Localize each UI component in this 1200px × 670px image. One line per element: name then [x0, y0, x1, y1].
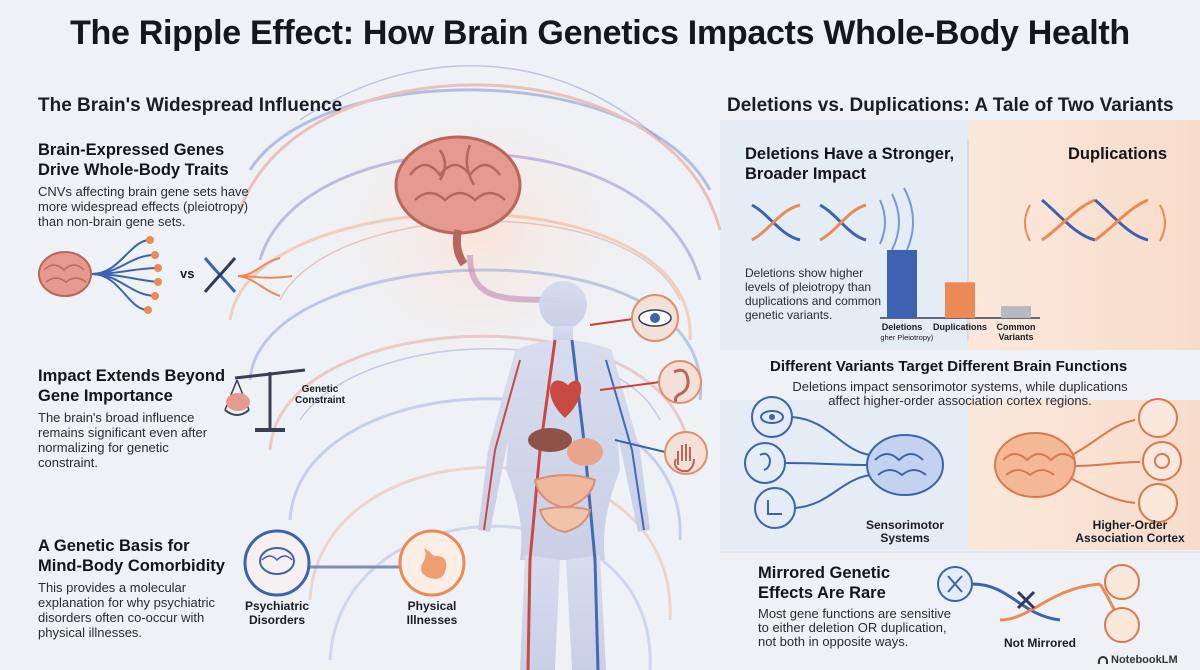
deletions-heading-line2: Broader Impact	[745, 165, 867, 183]
block2-body-line4: constraint.	[38, 455, 98, 470]
psychiatric-label-line2: Disorders	[248, 613, 306, 627]
block2-body-line3: normalizing for genetic	[38, 440, 169, 455]
block2-heading-line1: Impact Extends Beyond	[38, 367, 226, 385]
block1-body-line2: more widespread effects (pleiotropy)	[38, 199, 249, 214]
block2-body-line1: The brain's broad influence	[38, 410, 195, 425]
block3-body-line4: physical illnesses.	[38, 625, 143, 640]
sensorimotor-label-line2: Systems	[880, 531, 930, 545]
deletions-heading-line1: Deletions Have a Stronger,	[745, 145, 955, 163]
central-brain	[394, 135, 522, 267]
duplications-heading: Duplications	[1068, 145, 1168, 163]
mirrored-heading-line1: Mirrored Genetic	[758, 564, 891, 582]
watermark: NotebookLM	[1098, 650, 1178, 668]
psychiatric-label-line1: Psychiatric	[244, 599, 310, 613]
bar-deletions	[887, 250, 917, 318]
mirrored-body-line2: to either deletion OR duplication,	[758, 620, 947, 635]
comorbidity-illustration	[243, 529, 466, 597]
not-mirrored-label: Not Mirrored	[1004, 636, 1076, 650]
right-section-title: Deletions vs. Duplications: A Tale of Tw…	[727, 95, 1174, 116]
bar-label-2: Common	[997, 322, 1036, 332]
pleiotropy-bar-chart: Deletions(Higher Pleiotropy)Duplications…	[880, 250, 1040, 342]
mirrored-body-line3: not both in opposite ways.	[758, 634, 909, 649]
bar-common-variants	[1001, 306, 1031, 318]
block1-body-line3: than non-brain gene sets.	[38, 214, 186, 229]
scale-illustration	[224, 368, 306, 432]
notebooklm-logo-icon	[1098, 656, 1108, 664]
higher-order-label-line1: Higher-Order	[1092, 518, 1168, 532]
block3-body-line3: disorders often co-occur with	[38, 610, 205, 625]
physical-label-line1: Physical	[407, 599, 457, 613]
targets-heading: Different Variants Target Different Brai…	[770, 358, 1128, 375]
watermark-text: NotebookLM	[1111, 654, 1178, 666]
block3-heading-line2: Mind-Body Comorbidity	[38, 557, 225, 575]
bar-label-0: Deletions	[882, 322, 923, 332]
bar-sublabel-0: (Higher Pleiotropy)	[880, 333, 934, 342]
block3-body-line2: explanation for why psychiatric	[38, 595, 216, 610]
bar-label-1: Duplications	[933, 322, 987, 332]
block1-heading-line1: Brain-Expressed Genes	[38, 141, 225, 159]
bar-duplications	[945, 282, 975, 318]
targets-body-line1: Deletions impact sensorimotor systems, w…	[792, 379, 1128, 394]
higher-order-illustration	[994, 398, 1182, 523]
deletions-body-line3: duplications and common	[745, 294, 882, 308]
targets-body-line2: affect higher-order association cortex r…	[828, 393, 1092, 408]
deletions-body-line4: genetic variants.	[745, 308, 833, 322]
not-mirrored-illustration	[937, 564, 1140, 643]
sensorimotor-illustration	[744, 396, 944, 529]
body-figure	[478, 281, 650, 670]
higher-order-label-line2: Association Cortex	[1075, 531, 1185, 545]
scale-label-line2: Constraint	[295, 395, 345, 406]
duplication-dna-illustration	[1024, 198, 1166, 242]
physical-label-line2: Illnesses	[406, 613, 458, 627]
block3-body-line1: This provides a molecular	[38, 580, 187, 595]
sensorimotor-label-line1: Sensorimotor	[865, 518, 944, 532]
deletions-body-line2: levels of pleiotropy than	[745, 280, 872, 294]
deletions-body-line1: Deletions show higher	[745, 266, 864, 280]
block2-body-line2: remains significant even after	[38, 425, 208, 440]
mirrored-heading-line2: Effects Are Rare	[758, 584, 886, 602]
page-title: The Ripple Effect: How Brain Genetics Im…	[70, 14, 1130, 52]
block1-body-line1: CNVs affecting brain gene sets have	[38, 184, 249, 199]
brain-branching-illustration	[38, 236, 162, 314]
mirrored-body-line1: Most gene functions are sensitive	[758, 606, 951, 621]
bar-sublabel-2: Variants	[998, 332, 1033, 342]
block2-heading-line2: Gene Importance	[38, 387, 173, 405]
vs-label: vs	[180, 266, 195, 281]
scale-label-line1: Genetic	[301, 384, 339, 395]
dna-small-illustration	[203, 257, 293, 297]
block3-heading-line1: A Genetic Basis for	[38, 537, 190, 555]
deletion-dna-illustration	[751, 187, 914, 257]
block1-heading-line2: Drive Whole-Body Traits	[38, 161, 229, 179]
left-section-title: The Brain's Widespread Influence	[38, 95, 343, 116]
